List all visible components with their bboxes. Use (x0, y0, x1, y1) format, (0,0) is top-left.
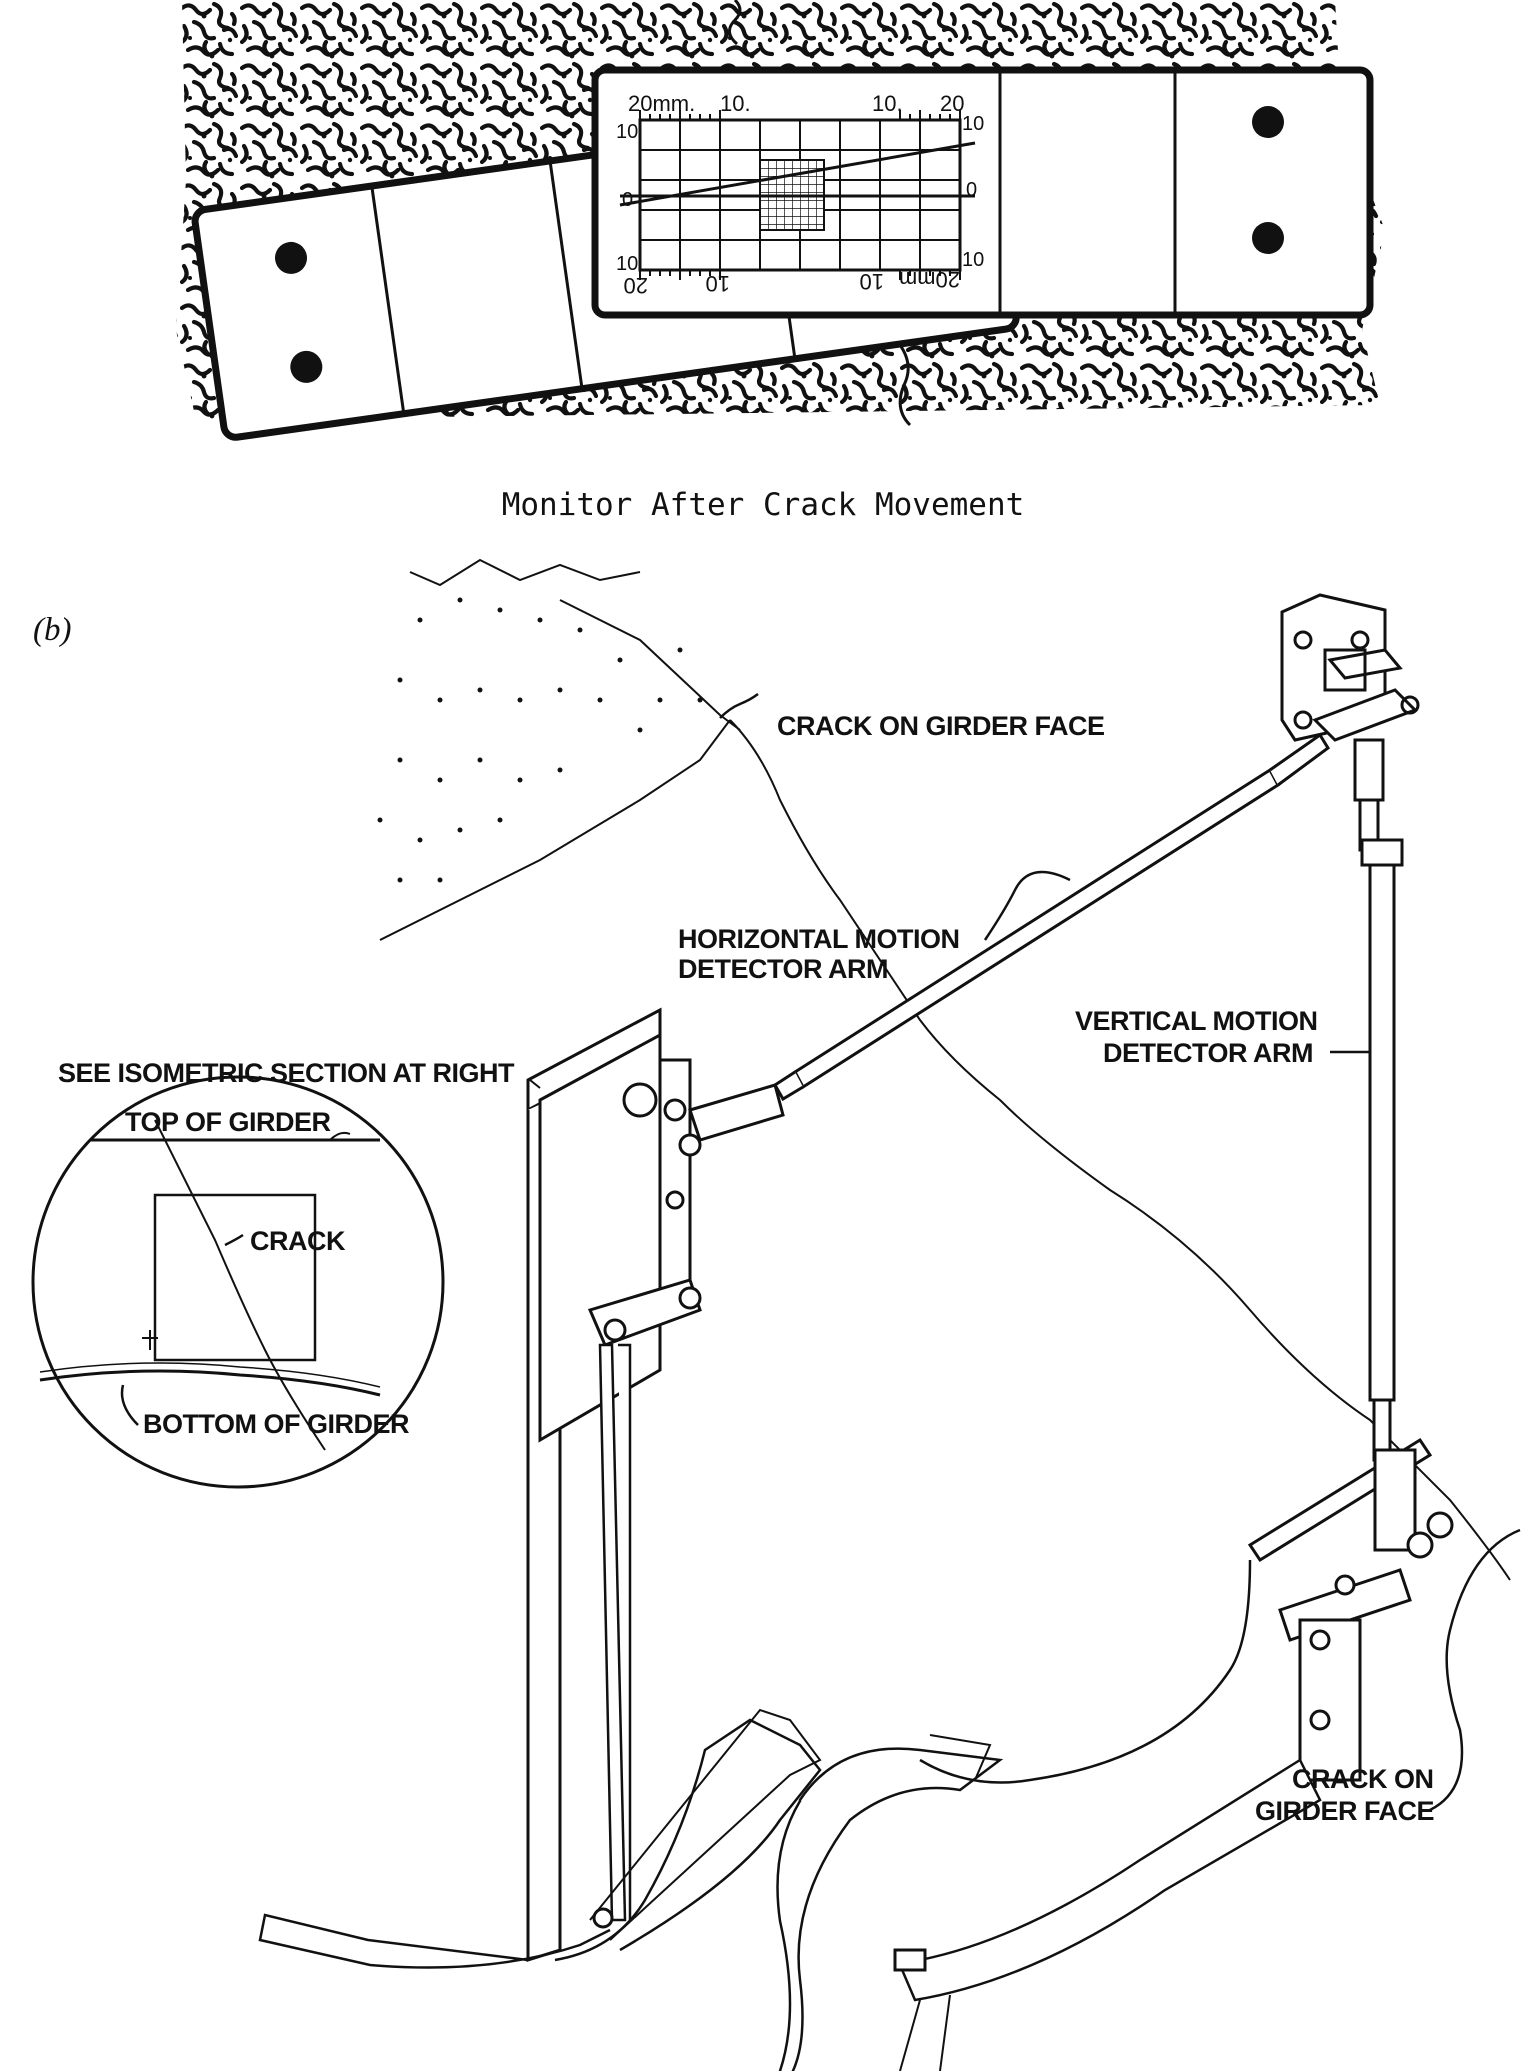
scale-top-10: 10. (720, 91, 751, 116)
graticule (619, 110, 976, 280)
label-horizontal-arm-1: HORIZONTAL MOTION (678, 924, 959, 954)
scale-bottom-20: 20 (624, 273, 648, 298)
scale-top-right-10: 10. (872, 91, 903, 116)
leader-bottom-girder (120, 1384, 139, 1426)
leader-crack-bottom (1429, 1528, 1521, 1812)
girder-section-shaded (377, 558, 741, 941)
leader-crack-detail (224, 1233, 244, 1247)
scale-left-mid: 0 (622, 189, 633, 211)
horizontal-motion-detector-arm (772, 732, 1330, 1102)
right-bracket-assembly (776, 1437, 1454, 2071)
leader-crack-top (719, 692, 759, 719)
scale-left-bot: 10 (616, 253, 638, 275)
label-crack-on-girder-face-bottom-2: GIRDER FACE (1255, 1796, 1434, 1826)
crack-line (728, 0, 912, 427)
anchor-hole (1252, 222, 1284, 254)
anchor-hole (1252, 106, 1284, 138)
scale-bottom-right-10: 10 (860, 269, 884, 294)
scale-right-mid: 0 (966, 179, 977, 201)
scale-bottom-10: 10 (706, 271, 730, 296)
label-vertical-arm-2: DETECTOR ARM (1103, 1038, 1313, 1068)
label-top-of-girder: TOP OF GIRDER (125, 1107, 331, 1137)
label-crack-on-girder-face-bottom-1: CRACK ON (1292, 1764, 1434, 1794)
label-see-isometric: SEE ISOMETRIC SECTION AT RIGHT (58, 1058, 515, 1088)
scale-right-top: 10 (962, 113, 984, 135)
scale-right-bot: 10 (962, 249, 984, 271)
left-bracket-assembly (258, 1007, 822, 1969)
scale-top-20mm: 20mm. (628, 91, 695, 116)
label-vertical-arm-1: VERTICAL MOTION (1075, 1006, 1318, 1036)
label-bottom-of-girder: BOTTOM OF GIRDER (143, 1409, 409, 1439)
isometric-section-circle (31, 1075, 445, 1489)
figure-a: 20mm. 10. 10. 20 10 0 10 10 0 10 20 10 1… (176, 0, 1385, 523)
scale-bottom-20mm: 20mm (899, 267, 960, 292)
leader-see-isometric (529, 1079, 541, 1089)
panel-label-b: (b) (33, 612, 71, 648)
leader-horizontal-arm (983, 870, 1071, 941)
label-crack-detail: CRACK (250, 1226, 346, 1256)
figure-b: (b) (31, 558, 1521, 2071)
scale-top-right-20: 20 (940, 91, 964, 116)
label-horizontal-arm-2: DETECTOR ARM (678, 954, 888, 984)
label-crack-on-girder-face-top: CRACK ON GIRDER FACE (777, 711, 1105, 741)
anchor-hole (290, 350, 323, 383)
top-mount-plate (1280, 593, 1420, 852)
scale-left-top: 10 (616, 121, 638, 143)
caption-figure-a: Monitor After Crack Movement (502, 487, 1025, 523)
anchor-hole (275, 241, 308, 274)
vertical-motion-detector-arm (1360, 838, 1404, 1462)
